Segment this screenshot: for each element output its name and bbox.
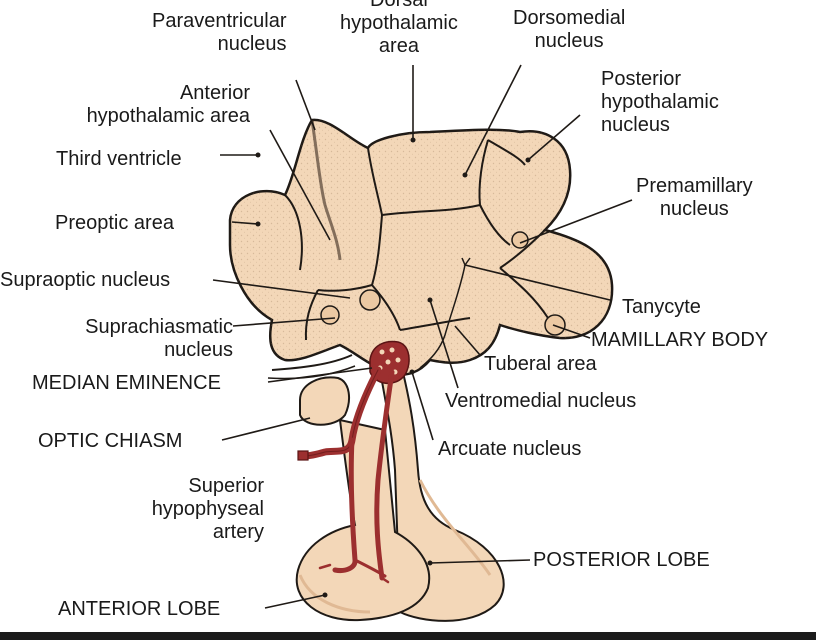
label-tuberal-area: Tuberal area [484,353,597,376]
label-arcuate-nucleus: Arcuate nucleus [438,438,581,461]
label-ventromedial-nucleus: Ventromedial nucleus [445,390,636,413]
label-posterior-hypothalamic-nucleus: Posterior hypothalamic nucleus [601,68,719,137]
label-tanycyte: Tanycyte [622,296,701,319]
artery-cut-end [298,451,308,460]
label-dorsal-hypothalamic-area: Dorsal hypothalamic area [340,0,458,58]
label-premamillary-nucleus: Premamillary nucleus [636,175,753,221]
label-third-ventricle: Third ventricle [56,148,182,171]
label-dorsomedial-nucleus: Dorsomedial nucleus [513,7,625,53]
label-anterior-hypothalamic-area: Anterior hypothalamic area [45,82,250,128]
label-superior-hypophyseal-artery: Superior hypophyseal artery [120,475,264,544]
bottom-dark-bar [0,632,816,640]
hypothalamus-mass [230,120,612,379]
label-mamillary-body: MAMILLARY BODY [591,329,768,352]
label-posterior-lobe: POSTERIOR LOBE [533,549,710,572]
label-anterior-lobe: ANTERIOR LOBE [58,598,220,621]
optic-chiasm-shape [300,377,349,424]
label-median-eminence: MEDIAN EMINENCE [32,372,221,395]
label-suprachiasmatic-nucleus: Suprachiasmatic nucleus [45,316,233,362]
label-optic-chiasm: OPTIC CHIASM [38,430,182,453]
label-preoptic-area: Preoptic area [55,212,174,235]
label-paraventricular-nucleus: Paraventricular nucleus [152,10,287,56]
label-supraoptic-nucleus: Supraoptic nucleus [0,269,170,292]
